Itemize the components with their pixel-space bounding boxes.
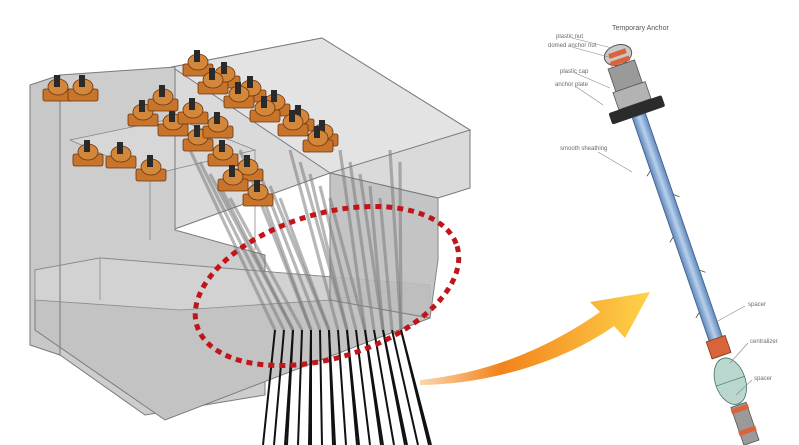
tendon-strand	[337, 329, 347, 445]
anchor-jack	[217, 165, 249, 192]
tendon-strand	[391, 329, 419, 445]
anchor-jack	[202, 112, 234, 139]
tendon-sheath	[348, 161, 376, 331]
tall-block-top	[170, 37, 472, 174]
label-domed-anchor-nut: domed anchor nut	[548, 43, 597, 49]
tendon-sheath	[368, 185, 385, 331]
anchor-jack	[157, 110, 189, 137]
tendon-sheath	[388, 149, 403, 331]
anchor-jack	[182, 50, 214, 77]
anchor-jacks	[42, 50, 339, 207]
callout-ellipse	[192, 203, 462, 369]
anchor-jack	[249, 96, 281, 123]
tendon-sheath	[398, 161, 403, 331]
anchor-jack	[207, 140, 239, 167]
anchor-jack	[197, 68, 229, 95]
curved-arrow	[420, 292, 650, 385]
tendon-sheath	[378, 197, 394, 331]
anchor-jack	[223, 82, 255, 109]
anchor-jack	[127, 100, 159, 127]
tendon-sheath	[188, 149, 277, 331]
tendon-strand	[346, 329, 360, 445]
tendon-strand	[400, 329, 432, 445]
label-spacer-lower: spacer	[754, 376, 772, 382]
anchor-jack	[135, 155, 167, 182]
label-smooth-sheathing: smooth sheathing	[560, 146, 607, 152]
detail-title: Temporary Anchor	[612, 25, 669, 32]
anchor-jack	[42, 75, 74, 102]
tendon-strand	[328, 329, 336, 445]
tendon-strand	[319, 329, 323, 445]
tendon-strand	[373, 329, 395, 445]
tendon-sheath	[278, 197, 331, 331]
tendon-sheath	[288, 149, 340, 331]
tendon-sheath	[338, 149, 367, 331]
anchor-jack	[147, 85, 179, 112]
label-plastic-nut: plastic nut	[556, 34, 583, 40]
tendon-sheath	[328, 197, 367, 331]
anchor-jack	[302, 126, 334, 153]
tendon-strand	[286, 329, 294, 445]
anchor-jack	[67, 75, 99, 102]
tendon-sheath	[308, 173, 349, 331]
temporary-anchor-detail: Temporary Anchor	[548, 25, 778, 445]
anchor-jack	[177, 98, 209, 125]
tendon-strand	[262, 329, 276, 445]
label-plastic-cap: plastic cap	[560, 69, 589, 75]
anchor-jack	[105, 142, 137, 169]
label-anchor-plate: anchor plate	[555, 82, 589, 88]
anchor-jack	[72, 140, 104, 167]
tendon-sheath	[228, 197, 304, 331]
label-spacer-upper: spacer	[748, 302, 766, 308]
tendon-strand	[382, 329, 408, 445]
anchor-jack	[182, 125, 214, 152]
label-centralizer: centralizer	[750, 339, 778, 345]
tendon-sheath	[218, 185, 295, 331]
tendon-strand	[297, 329, 303, 445]
anchor-jack	[277, 110, 309, 137]
tendon-strand	[273, 329, 285, 445]
anchor-jack	[242, 180, 274, 207]
